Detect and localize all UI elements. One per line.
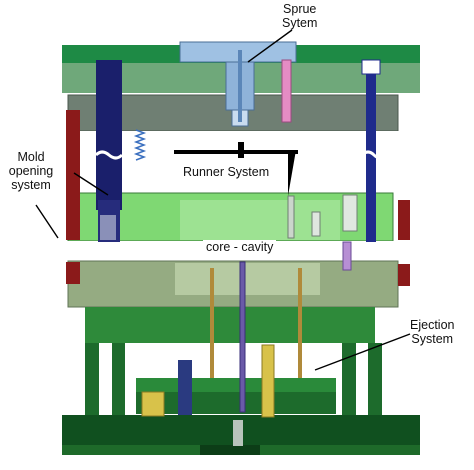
yellow-block [141,391,165,417]
pink-pin-upper [281,59,292,123]
bottom-pin [233,420,243,446]
leader-lines [35,29,411,371]
cavity-pin-1 [287,195,295,239]
purple-pin-small [342,241,352,271]
spring [133,129,147,161]
ejector-pin-tan-2 [298,268,302,378]
leader-pin-red-lower-left [66,262,80,284]
ejector-pin-tan-1 [210,268,214,378]
cavity-pin-3 [311,211,321,237]
ejector-pin-purple [239,261,246,413]
ejector-retainer-plate [136,378,336,392]
ejector-plate [136,392,336,414]
leader-pin-red-upper-left [66,110,80,240]
core-cavity-label: core - cavity [203,240,277,254]
guide-pin-left [96,60,122,242]
cavity-pin-2 [342,194,358,232]
yellow-pin [261,344,275,418]
break-marks [94,150,388,160]
return-pin-navy [178,360,192,415]
sprue-bushing [179,41,297,127]
support-plate [85,307,375,343]
leader-pin-red-lower-right [398,264,410,286]
runner-system-label: Runner System [180,165,273,179]
runner [174,142,298,196]
leader-pin-red-upper-right [398,200,410,240]
